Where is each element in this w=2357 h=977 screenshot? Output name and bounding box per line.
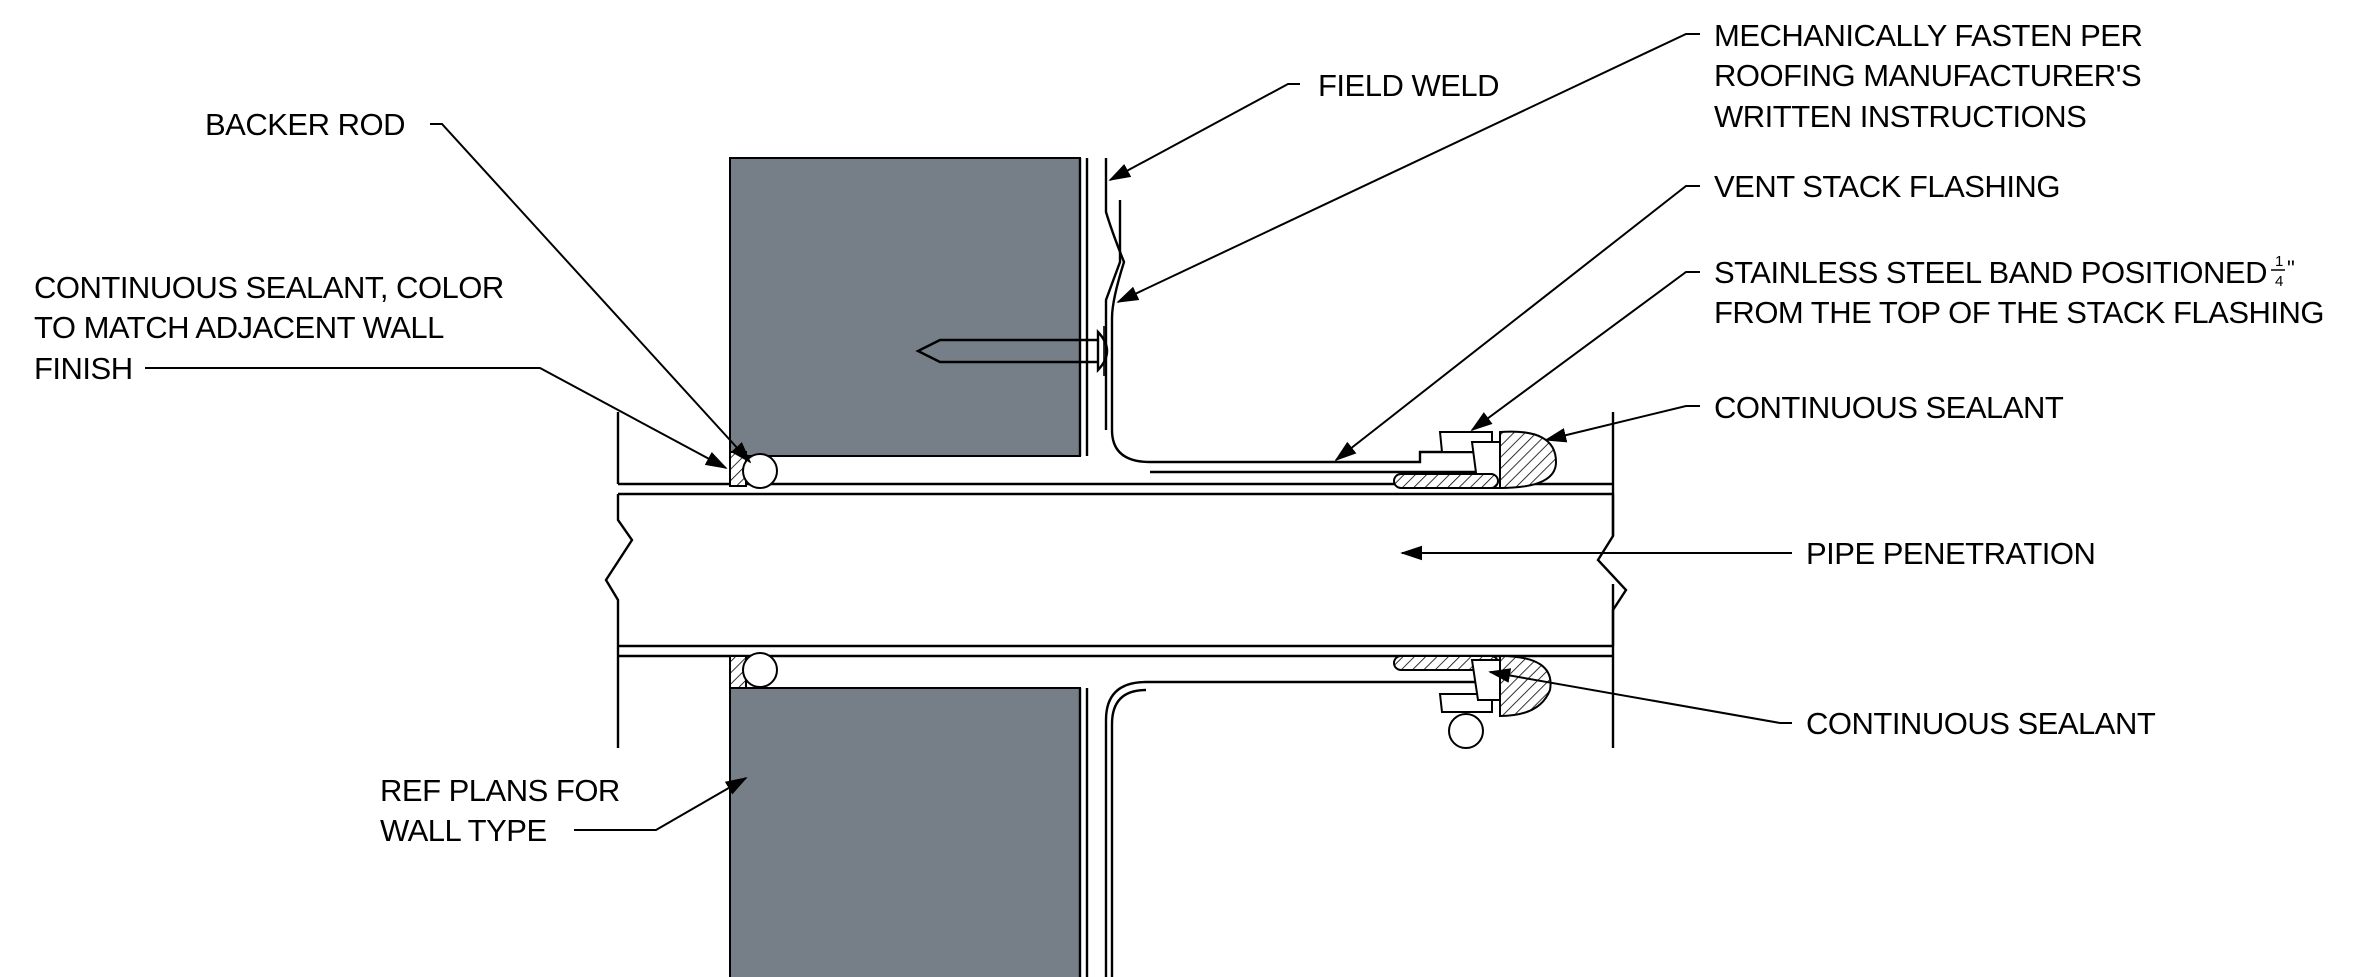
label-continuous-sealant-color-2: TO MATCH ADJACENT WALL: [34, 310, 444, 345]
sealant-bead-upper: [1499, 430, 1558, 490]
label-stainless-band-2: FROM THE TOP OF THE STACK FLASHING: [1714, 295, 2324, 330]
label-continuous-sealant-color-1: CONTINUOUS SEALANT, COLOR: [34, 270, 504, 305]
label-ref-plans-1: REF PLANS FOR: [380, 773, 620, 808]
fraction-denominator: 4: [2275, 273, 2283, 290]
label-continuous-sealant-upper: CONTINUOUS SEALANT: [1714, 390, 2064, 425]
vent-stack-flashing-upper: [1104, 158, 1492, 486]
sealant-bead-lower: [1499, 654, 1552, 718]
label-backer-rod: BACKER ROD: [205, 107, 405, 142]
label-mechanically-fasten-3: WRITTEN INSTRUCTIONS: [1714, 99, 2086, 134]
backer-rod-lower: [742, 652, 778, 688]
pipe: [604, 482, 1628, 658]
leaders: [145, 33, 1792, 831]
label-field-weld: FIELD WELD: [1318, 68, 1499, 103]
fraction-numerator: 1: [2275, 253, 2283, 270]
fastener-screw: [915, 326, 1109, 376]
label-mechanically-fasten-1: MECHANICALLY FASTEN PER: [1714, 18, 2142, 53]
fraction-unit: ": [2287, 256, 2294, 281]
label-continuous-sealant-color-3: FINISH: [34, 351, 133, 386]
backer-rod-upper: [742, 453, 778, 489]
vent-stack-flashing-lower: [1104, 668, 1482, 977]
label-vent-stack-flashing: VENT STACK FLASHING: [1714, 169, 2060, 204]
label-mechanically-fasten-2: ROOFING MANUFACTURER'S: [1714, 58, 2141, 93]
wall-lower: [729, 687, 1081, 977]
label-pipe-penetration: PIPE PENETRATION: [1806, 536, 2095, 571]
wall-plate: [1078, 158, 1089, 977]
label-continuous-sealant-lower: CONTINUOUS SEALANT: [1806, 706, 2156, 741]
label-ref-plans-2: WALL TYPE: [380, 813, 547, 848]
wall-joint-sealant: [729, 451, 778, 689]
stainless-band-upper: [1393, 430, 1558, 490]
stainless-band-lower: [1393, 654, 1552, 749]
wall-upper: [729, 157, 1081, 457]
label-stainless-band-fraction: 1 4 ": [2271, 253, 2295, 290]
backer-rod-lower-band: [1448, 713, 1484, 749]
label-stainless-band-1: STAINLESS STEEL BAND POSITIONED: [1714, 255, 2267, 290]
